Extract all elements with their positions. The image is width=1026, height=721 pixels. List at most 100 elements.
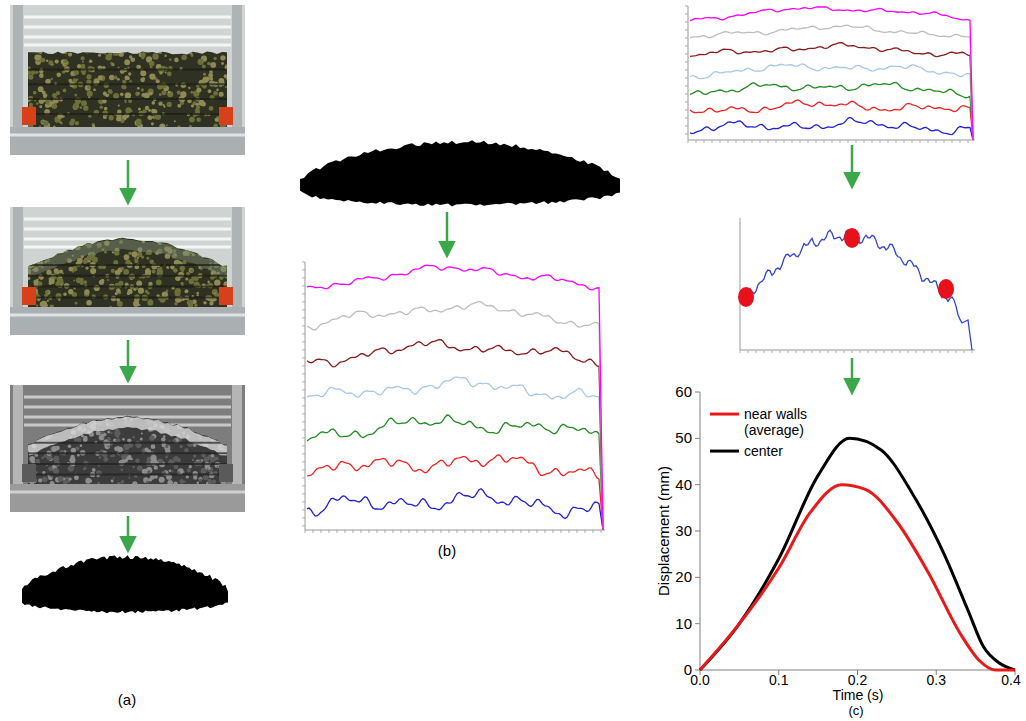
profile-plot-part [768, 140, 769, 143]
gravel-texture-part [161, 82, 167, 88]
single-profile-plot-part [772, 350, 773, 353]
single-profile-plot-part [924, 350, 925, 353]
gravel-texture-part [103, 411, 107, 415]
gravel-texture-part [76, 46, 78, 48]
gravel-texture-part [63, 293, 67, 297]
profile-plot-part [688, 140, 689, 143]
gravel-texture-part [210, 62, 216, 68]
gravel-texture-part [145, 269, 151, 275]
gravel-texture-part [194, 234, 197, 237]
gravel-texture-part [159, 477, 165, 483]
gravel-texture-part [146, 252, 149, 255]
gravel-texture-part [28, 463, 227, 465]
gravel-texture-part [86, 51, 88, 53]
profile-plot-part [321, 530, 322, 533]
tick-label: 30 [675, 523, 692, 540]
gravel-texture-part [56, 73, 61, 78]
profile-plot-part [302, 278, 305, 279]
gravel-texture-part [199, 478, 202, 481]
gravel-texture-part [218, 420, 220, 422]
profile-plot-part [968, 140, 969, 143]
gravel-texture-part [81, 40, 84, 43]
gravel-texture-part [47, 47, 52, 52]
gravel-texture-part [182, 233, 186, 237]
profile-plot-part [816, 140, 817, 143]
gravel-texture-part [178, 468, 184, 474]
gravel-texture-part [108, 415, 112, 419]
gravel-texture-part [119, 232, 121, 234]
gravel-texture-part [210, 459, 213, 462]
single-profile-plot-part [940, 350, 941, 353]
gravel-texture-part [111, 269, 115, 273]
profile-plot-part [302, 502, 305, 503]
gravel-texture-part [201, 468, 207, 474]
profile-plot-part [441, 530, 442, 533]
profile-plot-part [928, 140, 929, 143]
profile-plot [685, 6, 975, 143]
gravel-texture-part [164, 45, 170, 51]
gravel-texture-part [192, 49, 195, 52]
gravel-texture-part [224, 239, 228, 243]
gravel-texture-part [177, 36, 180, 39]
gravel-texture-part [75, 302, 78, 305]
gravel-texture-part [82, 61, 84, 63]
gravel-texture-part [57, 48, 60, 51]
profile-plot-part [685, 134, 688, 135]
gravel-texture-part [38, 429, 44, 435]
gravel-texture-part [28, 442, 227, 444]
gravel-texture-part [145, 40, 151, 46]
tick-label: 10 [675, 615, 692, 632]
profile-plot-part [896, 140, 897, 143]
gravel-texture-part [224, 434, 228, 438]
profile-plot-part [952, 140, 953, 143]
tick-label: 0.4 [1001, 673, 1020, 688]
gravel-texture-part [136, 121, 141, 126]
gravel-texture-part [193, 240, 196, 243]
gravel-texture-part [68, 289, 73, 294]
gravel-texture-part [141, 433, 143, 435]
gravel-texture-part [152, 101, 156, 105]
gravel-texture-part [172, 412, 177, 417]
gravel-texture-part [208, 244, 210, 246]
gravel-texture-part [218, 78, 224, 84]
single-profile-plot-part [948, 350, 949, 353]
gravel-texture-part [46, 60, 48, 62]
gravel-texture-part [179, 479, 184, 484]
gravel-texture-part [117, 67, 119, 69]
gravel-texture-part [151, 31, 154, 34]
gravel-texture-part [54, 458, 58, 462]
gravel-texture-part [196, 294, 198, 296]
profile-plot-part [302, 510, 305, 511]
gravel-texture-part [98, 35, 102, 39]
center-curve [700, 438, 1015, 670]
gravel-texture-part [96, 431, 101, 436]
gravel-texture-part [114, 250, 119, 255]
sample-photo-part [22, 107, 36, 125]
gravel-texture-part [151, 109, 155, 113]
gravel-texture-part [167, 416, 172, 421]
gravel-texture-part [142, 109, 146, 113]
profile-plot-part [752, 140, 753, 143]
gravel-texture-part [99, 456, 102, 459]
gravel-texture-part [147, 115, 152, 120]
gravel-texture-part [63, 238, 69, 244]
gravel-texture-part [195, 47, 200, 52]
gravel-texture-part [194, 425, 199, 430]
single-profile-plot-part [868, 350, 869, 353]
profile-plot-part [489, 530, 490, 533]
gravel-texture-part [223, 255, 227, 259]
gravel-texture-part [37, 243, 41, 247]
gravel-texture-part [188, 465, 192, 469]
gravel-texture-part [141, 52, 146, 57]
gravel-texture-part [104, 414, 108, 418]
gravel-texture-part [217, 410, 222, 415]
profile-plot-part [601, 530, 602, 533]
gravel-texture-part [213, 91, 218, 96]
profile-plot-part [800, 140, 801, 143]
sample-photo-part [10, 385, 245, 512]
gravel-texture-part [42, 231, 46, 235]
gravel-texture-part [121, 454, 127, 460]
single-profile-plot-part [916, 350, 917, 353]
sample-photo-part [22, 287, 36, 305]
gravel-texture-part [42, 37, 47, 42]
